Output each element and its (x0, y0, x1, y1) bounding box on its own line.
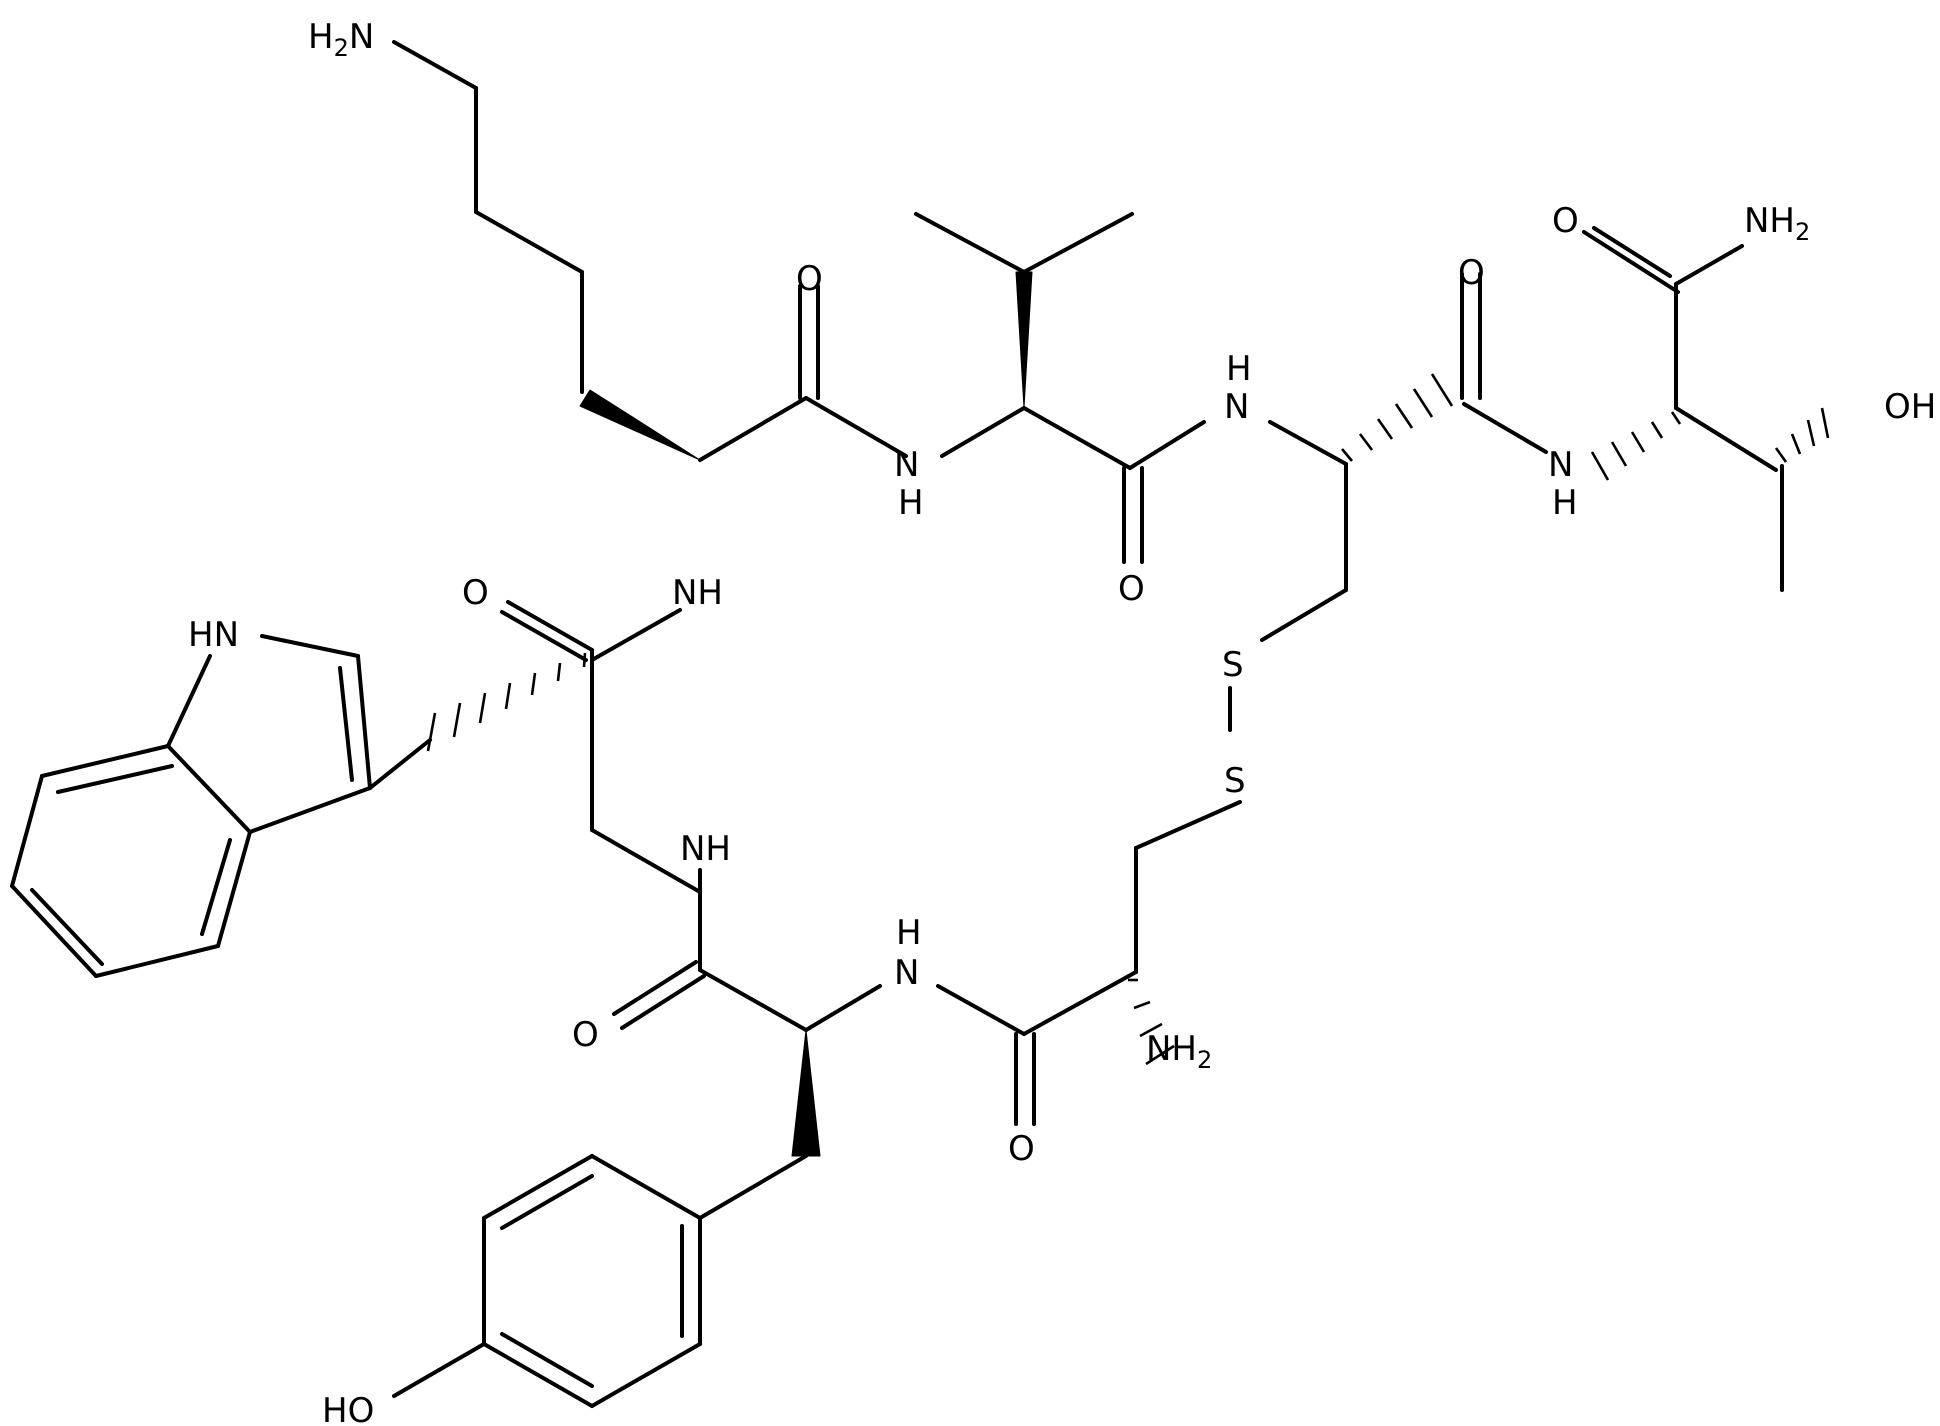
label-o-val-carbonyl: O (1118, 569, 1145, 609)
label-nh-tyr-trp: NH (680, 829, 731, 869)
stereo-bonds (368, 271, 1830, 1157)
label-o-amide: O (1552, 201, 1579, 241)
label-nh-cys-tyr: N (894, 953, 919, 993)
label-nh-trp-lys: NH (672, 573, 723, 613)
label-lys-amine: H2N (308, 17, 374, 62)
label-nh2-cys: NH2 (1146, 1029, 1212, 1074)
label-o-lys-carbonyl: O (796, 259, 823, 299)
label-o-trp-carbonyl: O (462, 573, 489, 613)
bonds (10, 40, 1784, 1408)
label-s-upper: S (1222, 645, 1244, 685)
label-s-lower: S (1224, 761, 1246, 801)
label-nh-lys-val: N (894, 445, 919, 485)
label-nh-cys-thr: N (1548, 445, 1573, 485)
label-nh-cys-tyr-h: H (896, 913, 922, 953)
atom-labels: H2N O N H NH O HN NH O H N NH2 O S S H N… (188, 17, 1936, 1426)
label-o-cys1-carbonyl: O (1008, 1129, 1035, 1169)
label-indole-nh: HN (188, 615, 239, 655)
label-nh-cys-thr-h: H (1552, 483, 1578, 523)
label-thr-oh: OH (1884, 387, 1936, 427)
label-nh-lys-val-h: H (898, 483, 924, 523)
label-o-cys2-carbonyl: O (1458, 253, 1485, 293)
label-o-tyr-carbonyl: O (572, 1015, 599, 1055)
label-amide-nh2: NH2 (1744, 201, 1810, 246)
label-nh-val-cys: N (1224, 387, 1249, 427)
label-tyr-oh: HO (322, 1391, 374, 1426)
label-nh-val-cys-h: H (1226, 349, 1252, 389)
